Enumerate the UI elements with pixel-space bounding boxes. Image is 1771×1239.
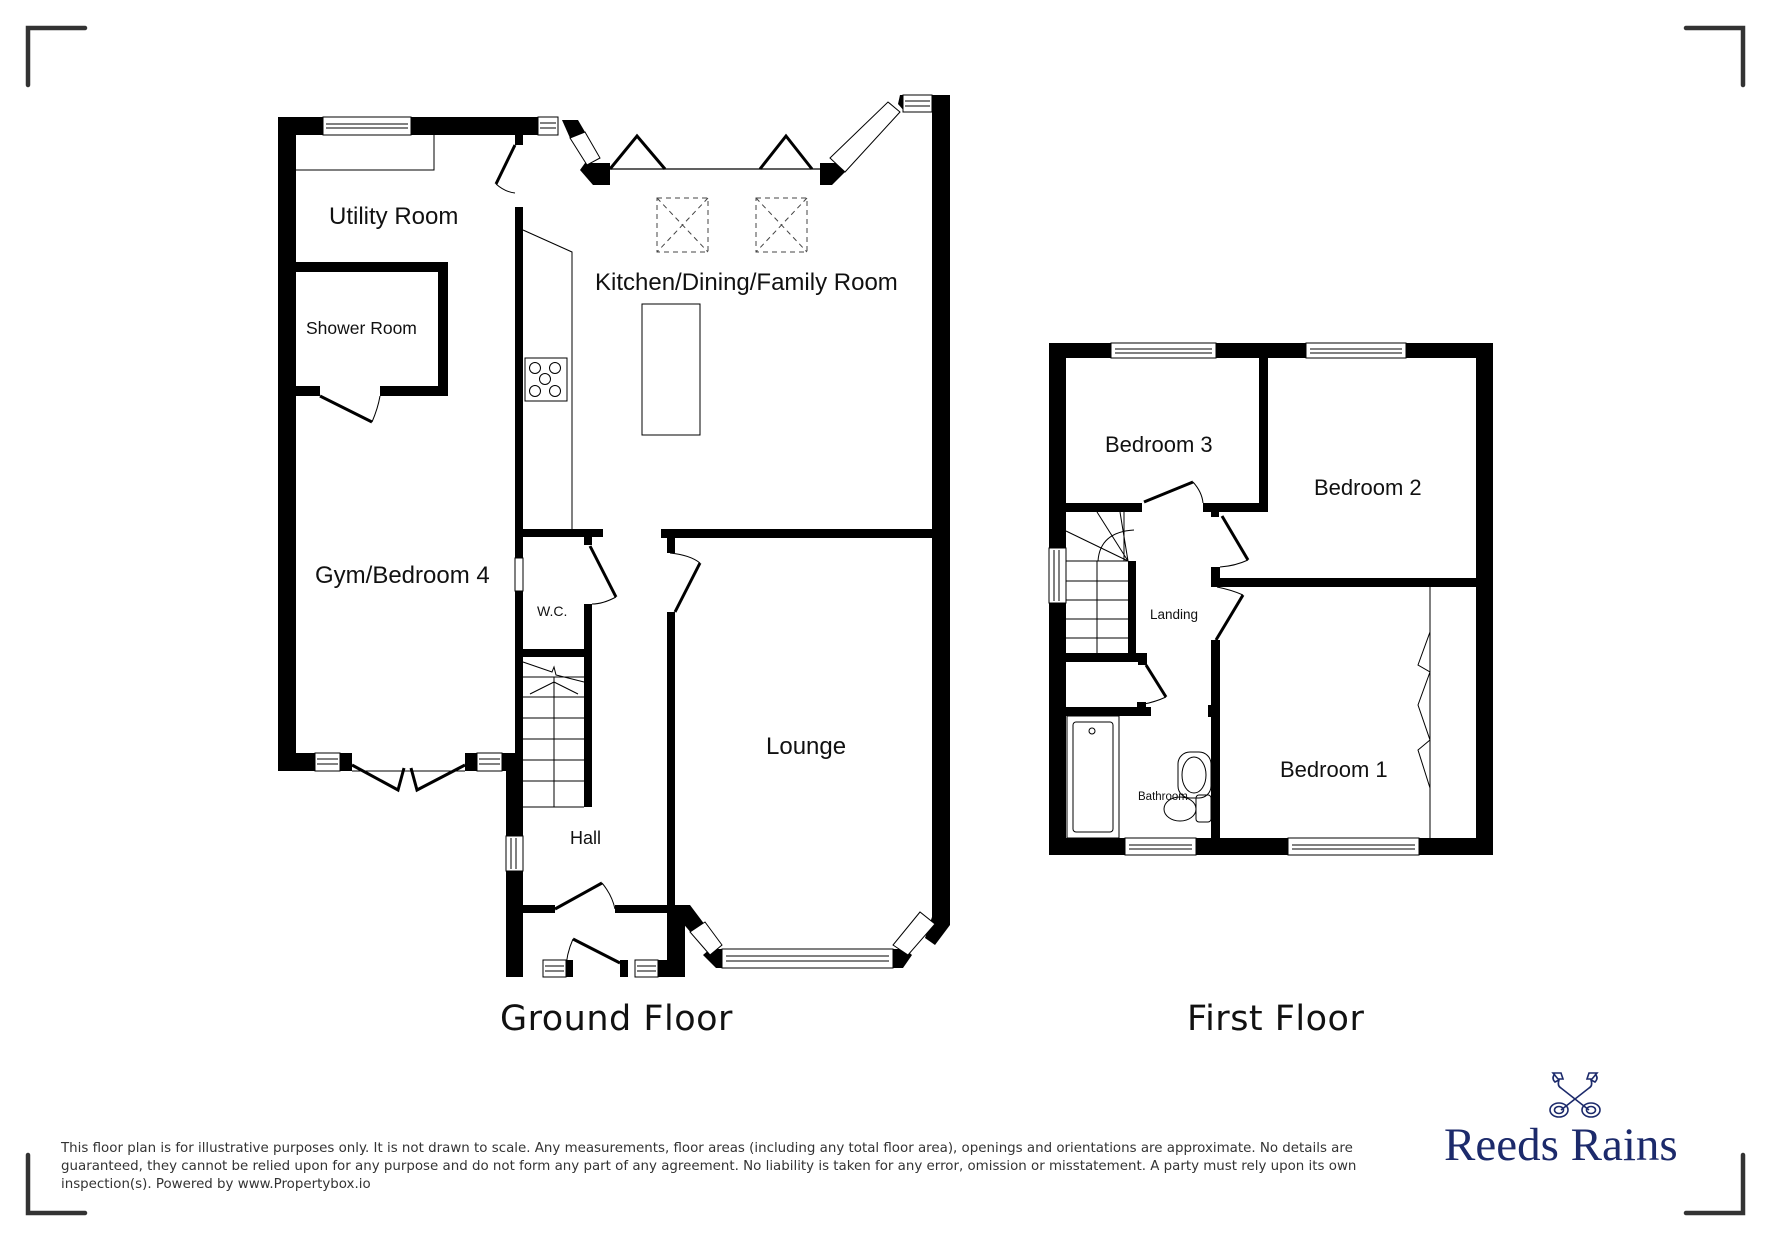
ground-floor-title: Ground Floor [500,999,733,1039]
ground-floor-doors [319,133,820,971]
room-label-utility: Utility Room [329,203,459,230]
room-label-bedroom3: Bedroom 3 [1105,432,1213,457]
disclaimer-text: This floor plan is for illustrative purp… [61,1141,1357,1192]
first-floor-fixtures [1065,511,1431,839]
brand-logo: Reeds Rains [1440,1070,1710,1180]
room-label-bedroom1: Bedroom 1 [1280,757,1388,782]
room-label-bedroom2: Bedroom 2 [1314,475,1422,500]
room-label-wc: W.C. [537,603,568,619]
room-label-kitchen: Kitchen/Dining/Family Room [595,269,898,296]
corner-marks [25,25,1746,1216]
ground-floor-windows [314,94,936,978]
first-floor-doors [1143,480,1250,705]
room-label-hall: Hall [570,828,602,848]
room-label-gym: Gym/Bedroom 4 [315,562,490,589]
room-label-lounge: Lounge [766,733,847,760]
first-floor-title: First Floor [1187,999,1365,1039]
kitchen-fixtures [296,135,808,808]
room-label-bathroom: Bathroom [1138,791,1188,803]
room-label-landing: Landing [1150,607,1199,622]
crossed-keys-icon [1549,1072,1601,1118]
first-floor-windows [1048,342,1420,856]
brand-name: Reeds Rains [1444,1119,1678,1171]
room-label-shower: Shower Room [306,318,417,338]
ground-floor-walls [278,95,950,977]
